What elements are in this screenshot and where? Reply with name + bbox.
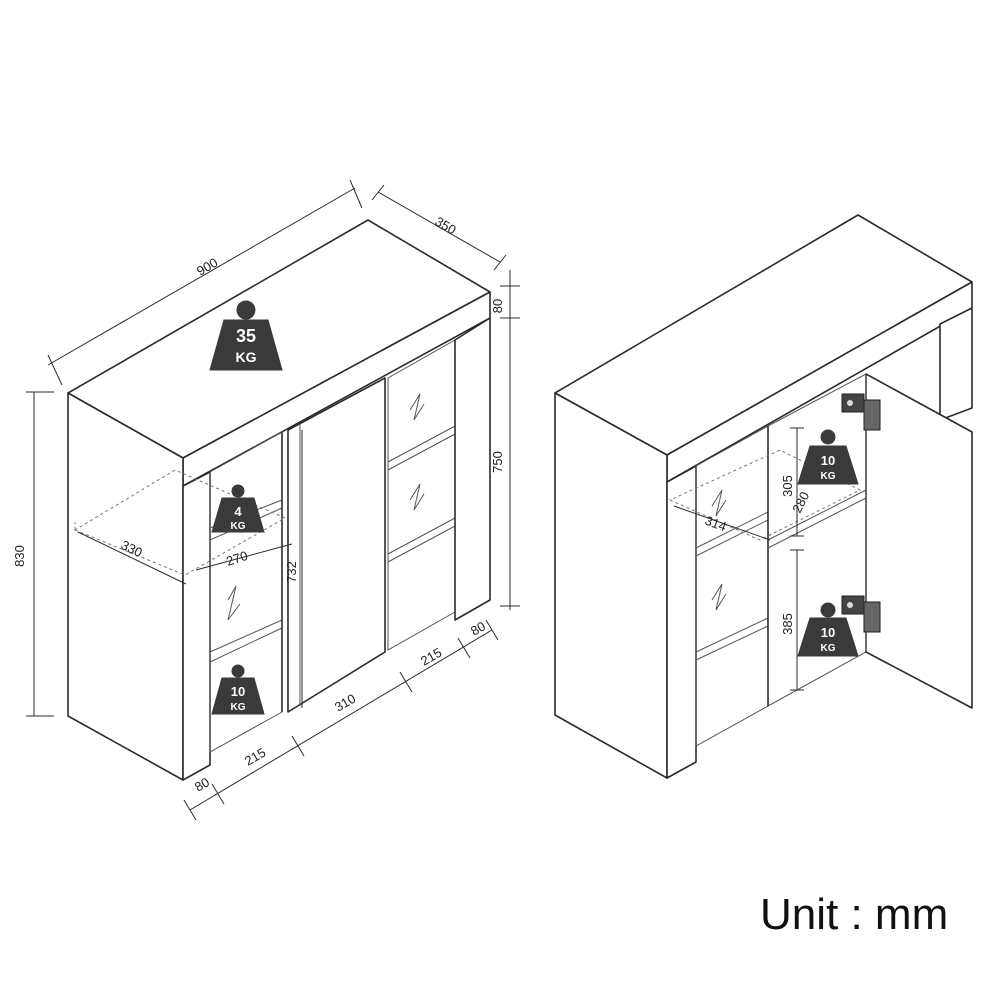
open-door	[865, 373, 973, 709]
right-side-panel	[554, 392, 668, 779]
dim-side-left: 80	[192, 774, 212, 794]
left-front-frame	[182, 471, 211, 781]
weight-inner-upper-value: 10	[821, 453, 835, 468]
weight-glass-unit: KG	[231, 521, 246, 532]
dim-width: 900	[194, 255, 220, 279]
weight-glass-shelf: 4 KG	[211, 484, 265, 533]
dim-body-height: 750	[490, 451, 505, 473]
dim-shelf-width: 270	[224, 548, 249, 569]
hinge-lower-icon	[841, 595, 881, 633]
weight-top: 35 KG	[209, 300, 283, 371]
weight-bottom-unit: KG	[231, 702, 246, 713]
weight-inner-upper: 10 KG	[797, 429, 859, 485]
dim-upper-height: 305	[780, 475, 795, 497]
weight-top-value: 35	[236, 326, 256, 346]
weight-inner-lower-unit: KG	[821, 643, 836, 654]
unit-label: Unit : mm	[760, 890, 949, 939]
hinge-upper-icon	[841, 393, 881, 431]
right-front-frame	[454, 317, 491, 621]
weight-glass-value: 4	[234, 504, 242, 519]
left-center-door	[287, 377, 386, 713]
dim-compartment-right: 215	[418, 645, 444, 669]
right-front-frame-right	[939, 307, 973, 421]
dim-door-width: 310	[332, 691, 358, 715]
weight-inner-lower-value: 10	[821, 625, 835, 640]
dim-compartment-left: 215	[242, 745, 268, 769]
weight-top-unit: KG	[236, 349, 257, 365]
right-front-frame-left	[666, 465, 697, 779]
weight-bottom-value: 10	[231, 684, 245, 699]
dim-door-height: 732	[284, 561, 299, 583]
glass-shelf-outline	[73, 469, 287, 576]
dim-total-height: 830	[12, 545, 27, 567]
weight-inner-upper-unit: KG	[821, 471, 836, 482]
left-side-panel	[67, 392, 184, 781]
dim-lower-height: 385	[780, 613, 795, 635]
dim-top-height: 80	[490, 299, 505, 313]
right-cabinet	[554, 214, 973, 779]
dim-depth: 350	[433, 214, 459, 238]
weight-bottom-left: 10 KG	[211, 664, 265, 715]
dim-side-right: 80	[468, 618, 488, 638]
weight-inner-lower: 10 KG	[797, 602, 859, 657]
left-cabinet	[67, 219, 491, 781]
right-compartment-back	[387, 339, 456, 651]
dim-inner-depth: 314	[703, 513, 729, 535]
